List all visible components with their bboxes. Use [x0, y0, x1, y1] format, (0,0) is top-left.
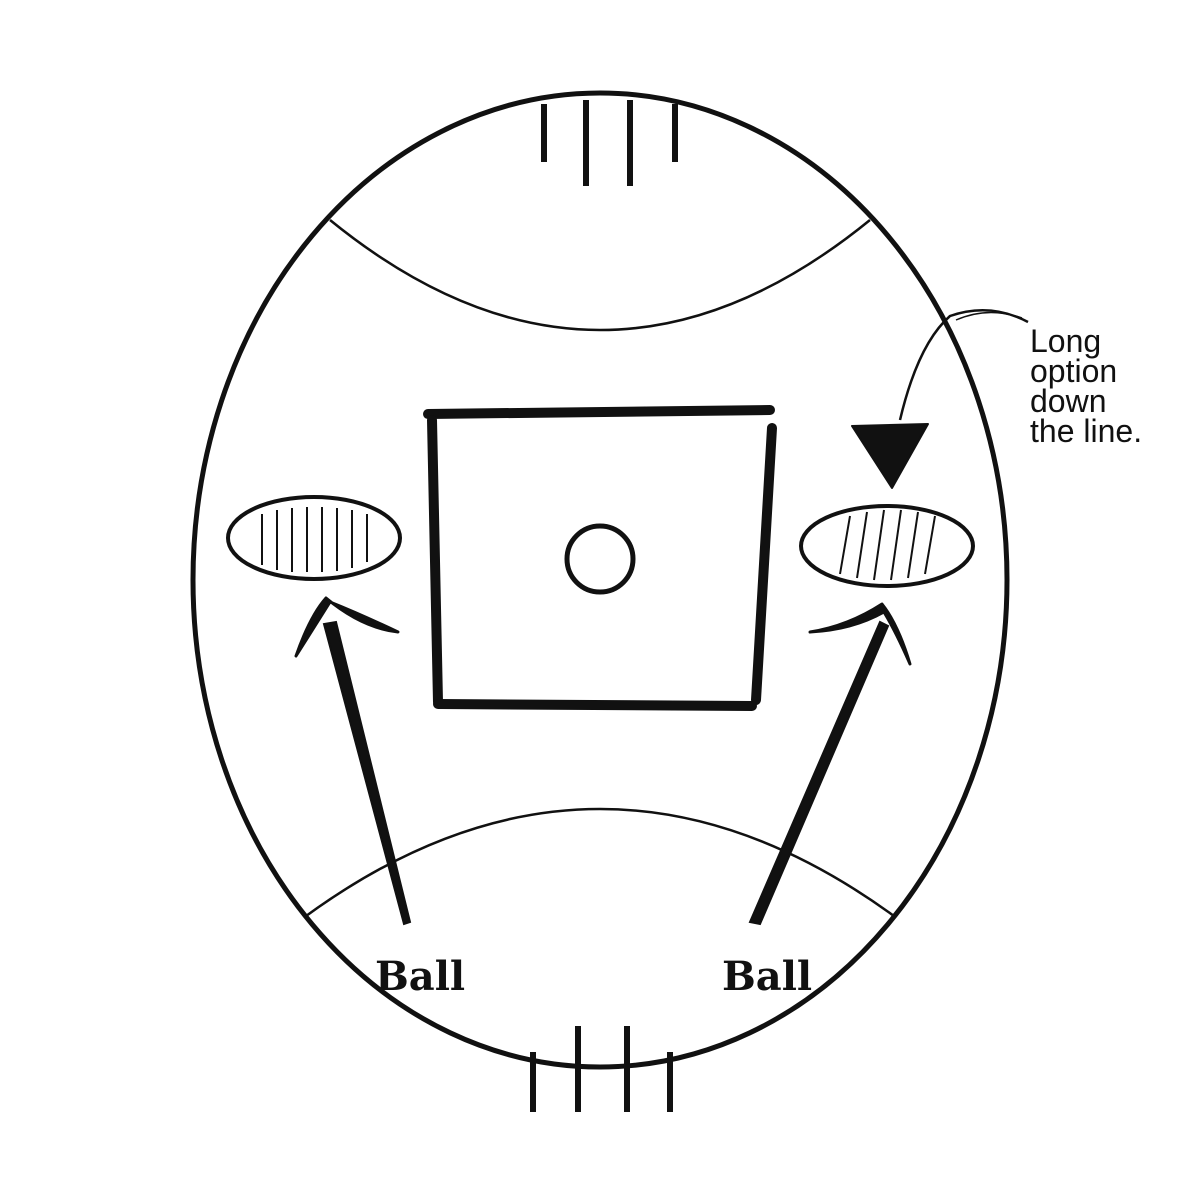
long-option-annotation: Long option down the line. — [1030, 323, 1190, 449]
right-lead-arrow — [748, 602, 912, 926]
annotation-line: option — [1030, 353, 1118, 389]
annotation-line: the line. — [1030, 413, 1143, 449]
bottom-goal-posts — [530, 1026, 673, 1112]
top-goal-posts — [541, 100, 678, 186]
field-boundary — [190, 90, 1010, 1070]
top-fifty-arc — [329, 219, 871, 332]
right-ball-label: Ball — [722, 953, 812, 1000]
left-player-zone — [226, 495, 402, 581]
centre-circle — [564, 523, 636, 595]
centre-square — [423, 405, 777, 711]
left-lead-arrow — [294, 596, 412, 926]
annotation-line: Long — [1030, 323, 1102, 359]
annotation-line: down — [1030, 383, 1107, 419]
bottom-fifty-arc — [289, 807, 911, 929]
right-player-zone — [799, 504, 975, 588]
left-ball-label: Ball — [375, 953, 465, 1000]
long-option-arrow — [851, 308, 1029, 489]
